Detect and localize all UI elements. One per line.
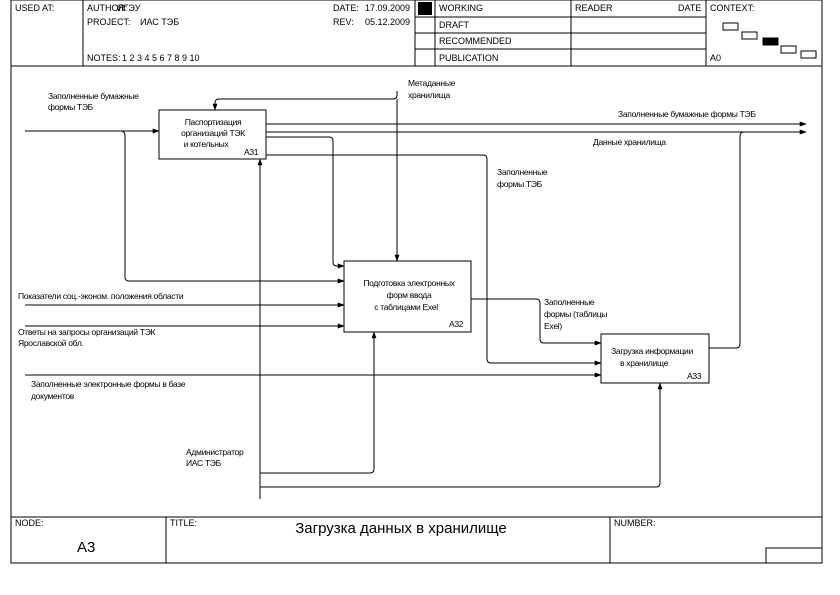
- arrow-a31-to-a32: [266, 136, 345, 269]
- svg-text:Ответы на запросы организаций: Ответы на запросы организаций ТЭК: [18, 327, 156, 337]
- arrow-a32-to-a33: [471, 298, 602, 346]
- arrow-admin-a33: [260, 382, 663, 488]
- arrow-metadata-a31: [212, 91, 398, 111]
- status-working-marker: [418, 2, 432, 15]
- a31-label-line3: и котельных: [184, 139, 230, 149]
- svg-text:Данные хранилища: Данные хранилища: [593, 137, 666, 147]
- number-label: NUMBER:: [614, 518, 656, 528]
- footer-frame: [10, 516, 823, 564]
- context-node: A0: [710, 53, 721, 63]
- svg-text:Exel): Exel): [544, 321, 562, 331]
- status-draft: DRAFT: [439, 20, 469, 30]
- a32-label-line2: форм ввода: [387, 290, 432, 300]
- a32-number: А32: [449, 319, 464, 329]
- a31-number: А31: [244, 147, 259, 157]
- arrow-paper-forms-branch-a32: [120, 130, 345, 284]
- project-label: PROJECT:: [87, 17, 131, 27]
- label-answers: Ответы на запросы организаций ТЭК Яросла…: [18, 327, 156, 348]
- svg-text:Заполненные бумажные формы ТЭБ: Заполненные бумажные формы ТЭБ: [618, 109, 756, 119]
- notes-label: NOTES:: [87, 53, 121, 63]
- label-filled-forms: Заполненные формы ТЭБ: [497, 167, 548, 189]
- svg-text:Метаданные: Метаданные: [408, 78, 456, 88]
- svg-text:Заполненные бумажные: Заполненные бумажные: [48, 91, 139, 101]
- a31-label-line1: Паспортизация: [185, 117, 242, 127]
- a31-label-line2: организаций ТЭК: [181, 128, 245, 138]
- arrow-admin-a32: [260, 331, 377, 474]
- label-indicators: Показатели соц.-эконом. положения област…: [18, 291, 184, 301]
- context-label: CONTEXT:: [710, 3, 755, 13]
- svg-text:Показатели соц.-эконом. положе: Показатели соц.-эконом. положения област…: [18, 291, 184, 301]
- a32-label-line3: с таблицами Exel: [374, 302, 438, 312]
- activity-box-a31[interactable]: Паспортизация организаций ТЭК и котельны…: [158, 109, 267, 160]
- context-thumbnail: [722, 22, 817, 59]
- svg-text:Заполненные: Заполненные: [497, 167, 548, 177]
- label-paper-forms-in: Заполненные бумажные формы ТЭБ: [48, 91, 139, 112]
- label-administrator: Администратор ИАС ТЭБ: [186, 447, 244, 468]
- date-value: 17.09.2009: [365, 3, 410, 13]
- svg-text:ИАС ТЭБ: ИАС ТЭБ: [186, 458, 222, 468]
- svg-text:формы ТЭБ: формы ТЭБ: [497, 179, 543, 189]
- rev-label: REV:: [333, 17, 354, 27]
- svg-text:Заполненные: Заполненные: [544, 297, 595, 307]
- title-label: TITLE:: [170, 518, 197, 528]
- author-label: AUTHOR:: [87, 3, 128, 13]
- svg-text:Заполненные электронные формы: Заполненные электронные формы в базе: [31, 379, 186, 389]
- a33-number: А33: [687, 371, 702, 381]
- svg-text:документов: документов: [31, 391, 75, 401]
- label-storage-data: Данные хранилища: [593, 137, 667, 147]
- svg-text:Администратор: Администратор: [186, 447, 244, 457]
- svg-text:формы ТЭБ: формы ТЭБ: [48, 102, 94, 112]
- notes-numbers: 1 2 3 4 5 6 7 8 9 10: [122, 53, 200, 63]
- a33-label-line2: в хранилище: [620, 358, 669, 368]
- status-recommended: RECOMMENDED: [439, 36, 512, 46]
- node-label: NODE:: [15, 518, 44, 528]
- project-value: ИАС ТЭБ: [140, 17, 179, 27]
- date-label: DATE:: [333, 3, 359, 13]
- label-filled-tables: Заполненные формы (таблицы Exel): [544, 297, 608, 331]
- svg-text:хранилища: хранилища: [408, 90, 450, 100]
- label-electronic-forms: Заполненные электронные формы в базе док…: [31, 379, 186, 401]
- used-at-label: USED AT:: [15, 3, 54, 13]
- status-working: WORKING: [439, 3, 483, 13]
- svg-text:формы (таблицы: формы (таблицы: [544, 309, 607, 319]
- label-paper-forms-out: Заполненные бумажные формы ТЭБ: [618, 109, 757, 119]
- activity-box-a33[interactable]: Загрузка информации в хранилище А33: [600, 333, 710, 384]
- author-value: ИГЭУ: [117, 3, 141, 13]
- arrow-a33-output: [709, 131, 745, 349]
- status-publication: PUBLICATION: [439, 53, 498, 63]
- rev-value: 05.12.2009: [365, 17, 410, 27]
- activity-box-a32[interactable]: Подготовка электронных форм ввода с табл…: [343, 260, 472, 333]
- svg-text:Ярославской обл.: Ярославской обл.: [18, 338, 84, 348]
- a33-label-line1: Загрузка информации: [611, 346, 693, 356]
- node-value: А3: [77, 539, 95, 556]
- label-metadata: Метаданные хранилища: [408, 78, 456, 100]
- a32-label-line1: Подготовка электронных: [363, 278, 455, 288]
- page-title: Загрузка данных в хранилище: [295, 520, 507, 537]
- reader-label: READER: [575, 3, 613, 13]
- arrow-a31-to-a33: [266, 154, 602, 366]
- reader-date-label: DATE: [678, 3, 701, 13]
